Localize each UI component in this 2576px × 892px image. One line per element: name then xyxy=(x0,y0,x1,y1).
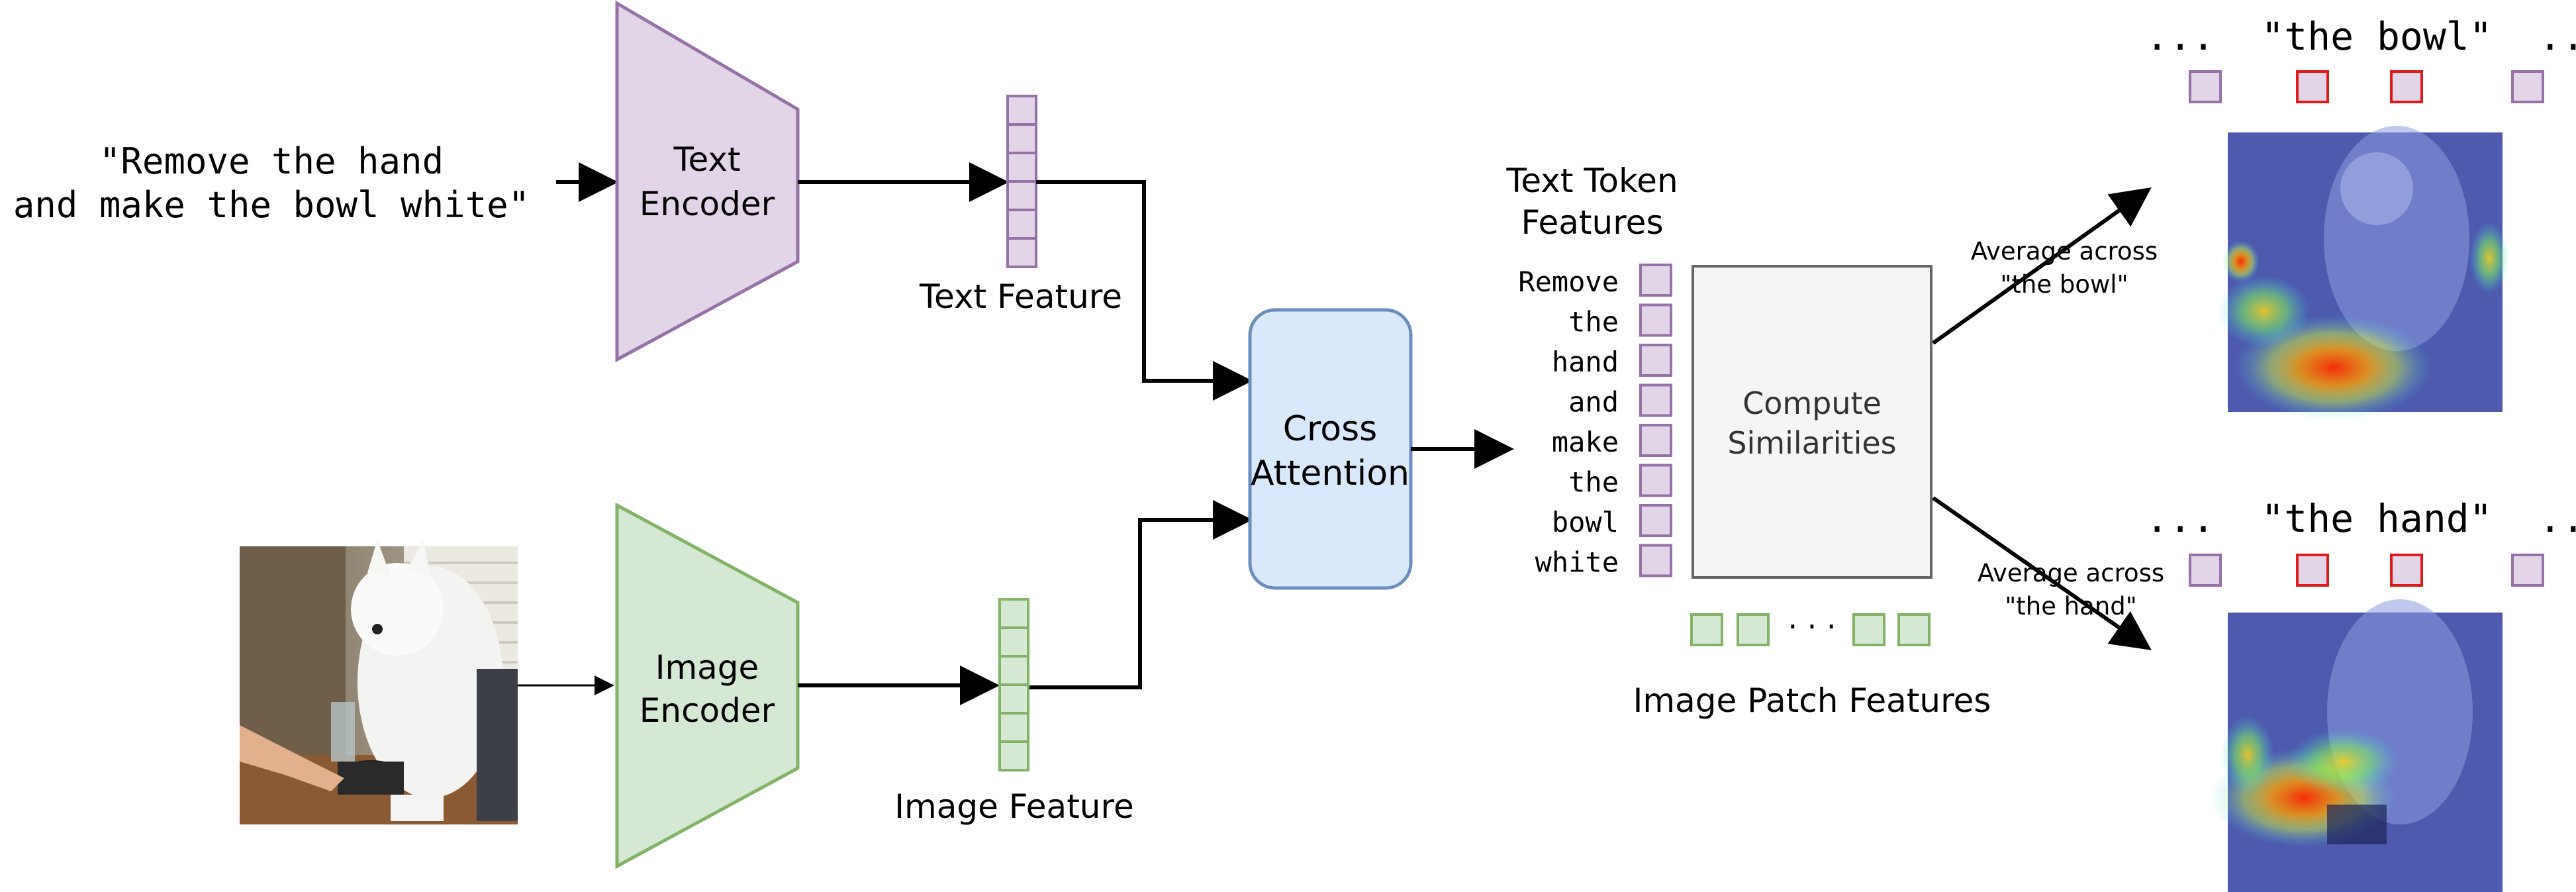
image-feature-cell xyxy=(998,598,1029,629)
token-feature-cell xyxy=(1639,303,1672,337)
image-feature-cell xyxy=(998,683,1029,715)
text-feature-cell xyxy=(1006,95,1037,126)
compute-similarities-label-1: Compute xyxy=(1742,385,1882,421)
image-feature-vector xyxy=(998,598,1029,771)
token-cell xyxy=(2511,554,2544,587)
token-feature-cell xyxy=(1639,504,1672,537)
image-encoder-label-2: Encoder xyxy=(640,691,775,730)
token-label: Remove xyxy=(1518,266,1619,298)
image-feature-cell xyxy=(998,712,1029,743)
patch-feature-cell xyxy=(1852,613,1885,646)
branch-bottom-arrow xyxy=(1932,496,2152,650)
branch-bottom-label-1: Average across xyxy=(1978,559,2164,587)
text-encoder: Text Encoder xyxy=(615,0,800,363)
token-label: and xyxy=(1568,386,1619,419)
token-features-title-1: Text Token xyxy=(1505,162,1678,200)
token-label: white xyxy=(1535,546,1619,579)
token-cell xyxy=(2189,70,2222,103)
image-encoder-shape xyxy=(615,502,800,869)
text-encoder-label-1: Text xyxy=(673,140,740,179)
text-feature-cell xyxy=(1006,152,1037,183)
text-encoder-label-2: Encoder xyxy=(640,185,775,223)
token-features-title-2: Features xyxy=(1521,203,1664,242)
token-feature-cell xyxy=(1639,344,1672,377)
token-feature-cell xyxy=(1639,544,1672,577)
token-feature-cell xyxy=(1639,383,1672,417)
branch-bottom-token-row xyxy=(2189,554,2544,587)
branch-top-sequence: ... "the bowl" ... xyxy=(2146,14,2576,59)
text-encoder-shape xyxy=(615,0,800,363)
image-feature-cell xyxy=(998,626,1029,658)
token-feature-cell xyxy=(1639,424,1672,457)
text-feature-cell xyxy=(1006,180,1037,211)
token-label: the xyxy=(1568,306,1619,338)
token-label: the xyxy=(1568,466,1619,499)
cross-attention-block: Cross Attention xyxy=(1248,308,1413,590)
image-feature-to-cross-attention-arrow xyxy=(1029,500,1253,689)
cross-attention-label-2: Attention xyxy=(1251,454,1409,493)
text-feature-to-cross-attention-arrow xyxy=(1036,180,1253,401)
branch-top-label-2: "the bowl" xyxy=(2000,270,2128,299)
selected-token-cell xyxy=(2296,554,2329,587)
text-feature-label: Text Feature xyxy=(919,277,1122,316)
token-feature-cell xyxy=(1639,464,1672,497)
selected-token-cell xyxy=(2296,70,2329,103)
branch-bottom-sequence: ... "the hand" ... xyxy=(2146,496,2576,541)
text-feature-cell xyxy=(1006,209,1037,240)
token-label: hand xyxy=(1552,346,1619,378)
cross-attention-label-1: Cross xyxy=(1283,409,1378,449)
image-encoder: Image Encoder xyxy=(615,502,800,869)
text-feature-cell xyxy=(1006,237,1037,268)
token-list: Remove the hand and make the bowl white xyxy=(1518,264,1672,579)
patch-feature-cell xyxy=(1737,613,1770,646)
image-feature-label: Image Feature xyxy=(894,787,1133,826)
token-cell xyxy=(2511,70,2544,103)
cross-attention-box xyxy=(1248,308,1413,590)
selected-token-cell xyxy=(2390,70,2423,103)
patch-feature-cell xyxy=(1897,613,1931,646)
image-feature-cell xyxy=(998,655,1029,686)
heatmap-hand xyxy=(2211,599,2503,892)
prompt-line-1: "Remove the hand xyxy=(99,140,444,182)
text-feature-cell xyxy=(1006,123,1037,154)
token-label: make xyxy=(1552,426,1619,458)
compute-similarities-block: Compute Similarities xyxy=(1692,265,1932,579)
text-feature-vector xyxy=(1006,95,1037,268)
token-cell xyxy=(2189,554,2222,587)
image-feature-cell xyxy=(998,740,1029,771)
patch-features-label: Image Patch Features xyxy=(1633,681,1991,720)
branch-top-label-1: Average across xyxy=(1971,237,2158,266)
token-feature-cell xyxy=(1639,264,1672,297)
branch-bottom-label-2: "the hand" xyxy=(2005,592,2137,620)
input-image xyxy=(240,540,518,824)
heatmap-bowl xyxy=(2218,126,2509,421)
branch-top-arrow xyxy=(1932,187,2152,345)
branch-top-token-row xyxy=(2189,70,2544,103)
compute-similarities-label-2: Similarities xyxy=(1727,425,1896,461)
token-label: bowl xyxy=(1552,506,1619,538)
patch-feature-row xyxy=(1690,613,1931,646)
compute-similarities-box xyxy=(1692,265,1932,579)
patch-feature-cell xyxy=(1690,613,1723,646)
patch-dots: · · · xyxy=(1788,609,1836,644)
selected-token-cell xyxy=(2390,554,2423,587)
prompt-line-2: and make the bowl white" xyxy=(13,184,530,226)
image-encoder-label-1: Image xyxy=(655,648,759,687)
